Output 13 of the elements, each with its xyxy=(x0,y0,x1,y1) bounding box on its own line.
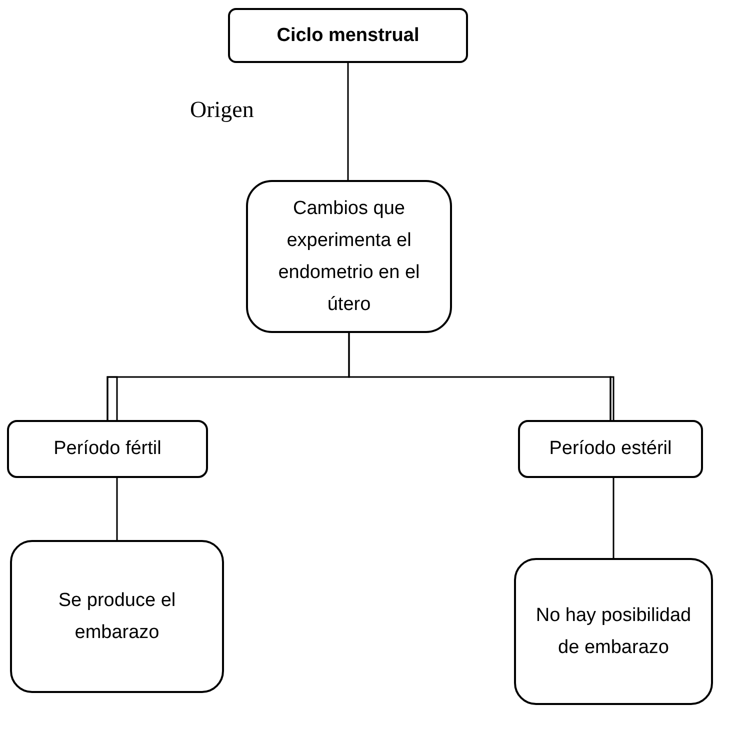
rounded-box xyxy=(518,420,703,478)
node-text: Cambios que experimenta el endometrio en el útero xyxy=(277,196,421,316)
rounded-box xyxy=(228,8,468,63)
node-text: Ciclo menstrual xyxy=(276,24,420,48)
rounded-box xyxy=(514,558,713,705)
node-text: Se produce el embarazo xyxy=(57,588,177,644)
rounded-box xyxy=(7,420,208,478)
rounded-box xyxy=(246,180,452,333)
node-text: Período estéril xyxy=(549,437,672,461)
rounded-box xyxy=(10,540,224,693)
node-text: No hay posibilidad de embarazo xyxy=(534,604,692,660)
connector-line xyxy=(347,63,349,180)
node-text: Período fértil xyxy=(54,437,162,461)
